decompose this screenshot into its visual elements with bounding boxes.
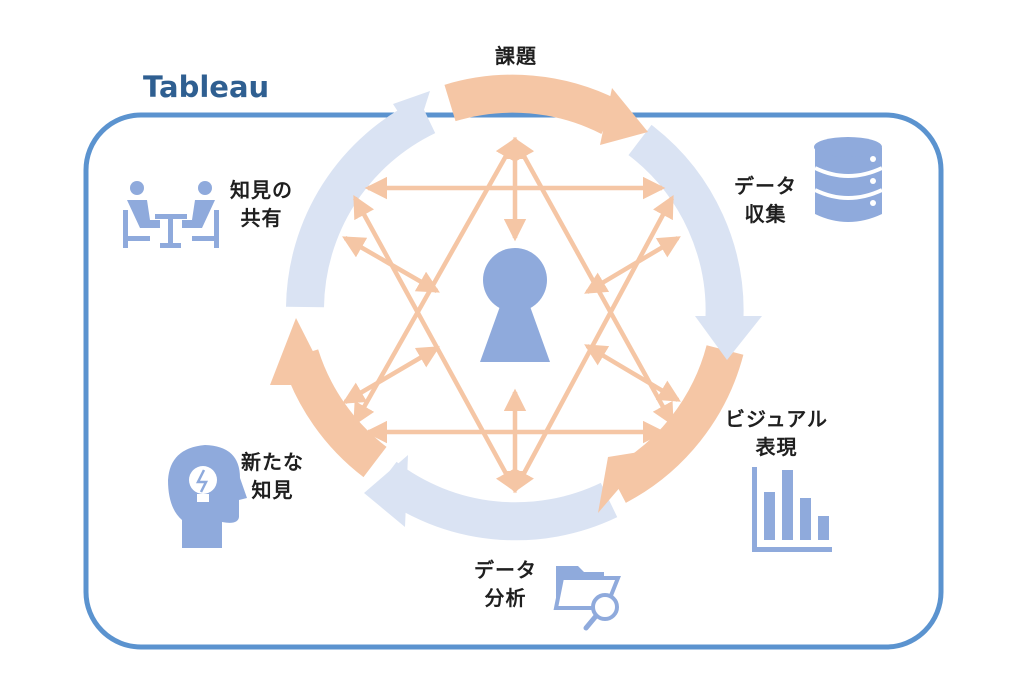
folder-search-icon xyxy=(553,566,621,631)
meeting-icon xyxy=(123,181,219,248)
stage-share-label: 知見の 共有 xyxy=(230,176,293,232)
stage-insight-line2: 知見 xyxy=(251,478,294,502)
stage-visual-label: ビジュアル 表現 xyxy=(725,405,828,461)
stage-insight-line1: 新たな xyxy=(241,450,304,474)
hexagram-arrows xyxy=(342,136,681,494)
stage-collect-label: データ 収集 xyxy=(734,172,797,228)
stage-issue-label: 課題 xyxy=(495,42,537,70)
bar-chart-icon xyxy=(752,467,832,552)
stage-insight-label: 新たな 知見 xyxy=(241,448,304,504)
head-lightbulb-icon xyxy=(168,445,247,548)
stage-collect-line1: データ xyxy=(734,174,797,198)
arrowhead-share xyxy=(393,91,430,138)
stage-analysis-label: データ 分析 xyxy=(474,556,537,612)
stage-issue-text: 課題 xyxy=(495,44,537,68)
database-icon xyxy=(814,137,883,222)
keyhole-icon xyxy=(480,248,550,362)
stage-share-line1: 知見の xyxy=(230,178,293,202)
stage-visual-line2: 表現 xyxy=(755,435,798,459)
ring-segment-issue xyxy=(444,74,619,135)
stage-analysis-line1: データ xyxy=(474,558,537,582)
stage-collect-line2: 収集 xyxy=(744,202,787,226)
tableau-frame xyxy=(83,112,944,650)
ring-segment-analysis xyxy=(373,461,618,541)
stage-share-line2: 共有 xyxy=(240,206,283,230)
arrowhead-insight xyxy=(270,318,330,385)
ring-segment-share xyxy=(286,98,436,308)
arrowhead-issue xyxy=(600,88,648,145)
brand-title: Tableau xyxy=(143,70,270,104)
arrowhead-collect xyxy=(695,316,762,360)
stage-visual-line1: ビジュアル xyxy=(725,407,828,431)
stage-analysis-line2: 分析 xyxy=(484,586,527,610)
